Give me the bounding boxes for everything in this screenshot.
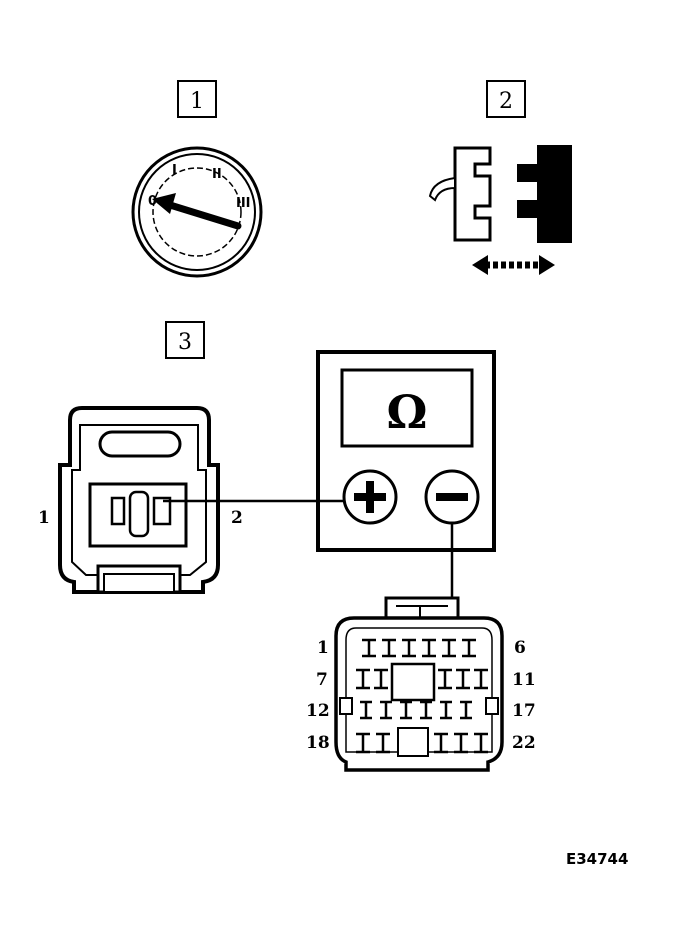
ignition-position-1: I: [172, 163, 177, 178]
ignition-position-3: III: [236, 196, 251, 211]
ohm-symbol: Ω: [387, 385, 428, 439]
module-pin-17-label: 17: [512, 701, 536, 721]
step-3-label: 3: [165, 321, 205, 359]
module-connector: 1 6 7 11 12 17 18 22: [306, 596, 536, 772]
disconnect-connector-icon: [428, 145, 572, 275]
sensor-pin-1-label: 1: [38, 508, 50, 528]
ignition-switch-icon: 0 I II III: [131, 146, 263, 278]
reference-code: E34744: [566, 850, 628, 868]
module-pin-1-label: 1: [317, 638, 329, 658]
module-pin-6-label: 6: [514, 638, 526, 658]
step-1-label: 1: [177, 80, 217, 118]
module-pin-18-label: 18: [306, 733, 330, 753]
sensor-pin-2-label: 2: [231, 508, 243, 528]
ohmmeter: Ω: [316, 350, 496, 552]
svg-text:3: 3: [178, 330, 192, 355]
svg-text:2: 2: [499, 89, 513, 114]
svg-text:1: 1: [190, 89, 204, 114]
module-pin-7-label: 7: [316, 670, 328, 690]
ignition-position-2: II: [212, 167, 222, 182]
negative-terminal-icon: [424, 469, 480, 525]
sensor-connector: 1 2: [38, 406, 243, 594]
module-pin-12-label: 12: [306, 701, 330, 721]
positive-terminal-icon: [342, 469, 398, 525]
step-2-label: 2: [486, 80, 526, 118]
module-pin-22-label: 22: [512, 733, 536, 753]
ignition-position-0: 0: [148, 194, 157, 209]
module-pin-11-label: 11: [512, 670, 536, 690]
